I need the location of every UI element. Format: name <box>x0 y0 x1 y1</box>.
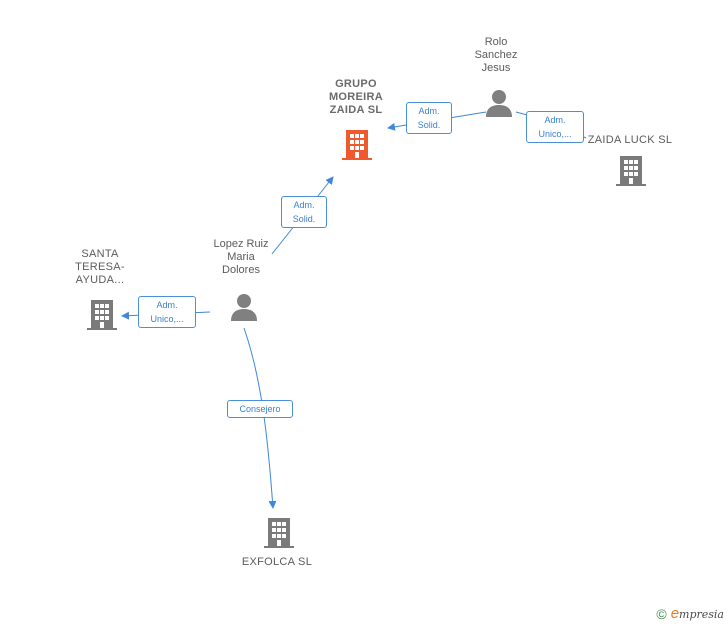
footer-brand: © empresia <box>656 605 724 622</box>
edge-label-lopez-grupo[interactable]: Adm. Solid. <box>281 196 327 228</box>
node-label-exfolca[interactable]: EXFOLCA SL <box>241 556 313 568</box>
edge-label-rolo-zaida[interactable]: Adm. Unico,... <box>526 111 584 143</box>
node-label-rolo[interactable]: Rolo Sanchez Jesus <box>474 36 518 74</box>
building-icon[interactable] <box>340 128 374 162</box>
empresia-logo: empresia <box>670 605 724 622</box>
person-icon[interactable] <box>229 292 259 322</box>
person-icon[interactable] <box>484 88 514 118</box>
node-label-santa-teresa[interactable]: SANTA TERESA- AYUDA... <box>75 248 125 286</box>
node-label-zaida-luck[interactable]: ZAIDA LUCK SL <box>587 134 673 146</box>
building-icon[interactable] <box>262 516 296 550</box>
building-icon[interactable] <box>85 298 119 332</box>
building-icon[interactable] <box>614 154 648 188</box>
copyright-symbol: © <box>656 605 667 622</box>
edge-label-rolo-grupo[interactable]: Adm. Solid. <box>406 102 452 134</box>
node-label-lopez[interactable]: Lopez Ruiz Maria Dolores <box>213 238 269 276</box>
node-label-grupo-moreira[interactable]: GRUPO MOREIRA ZAIDA SL <box>328 78 384 116</box>
edge-label-lopez-santa[interactable]: Adm. Unico,... <box>138 296 196 328</box>
edge-lopez-exfolca <box>243 327 277 509</box>
edge-label-lopez-exfolca[interactable]: Consejero <box>227 400 293 418</box>
